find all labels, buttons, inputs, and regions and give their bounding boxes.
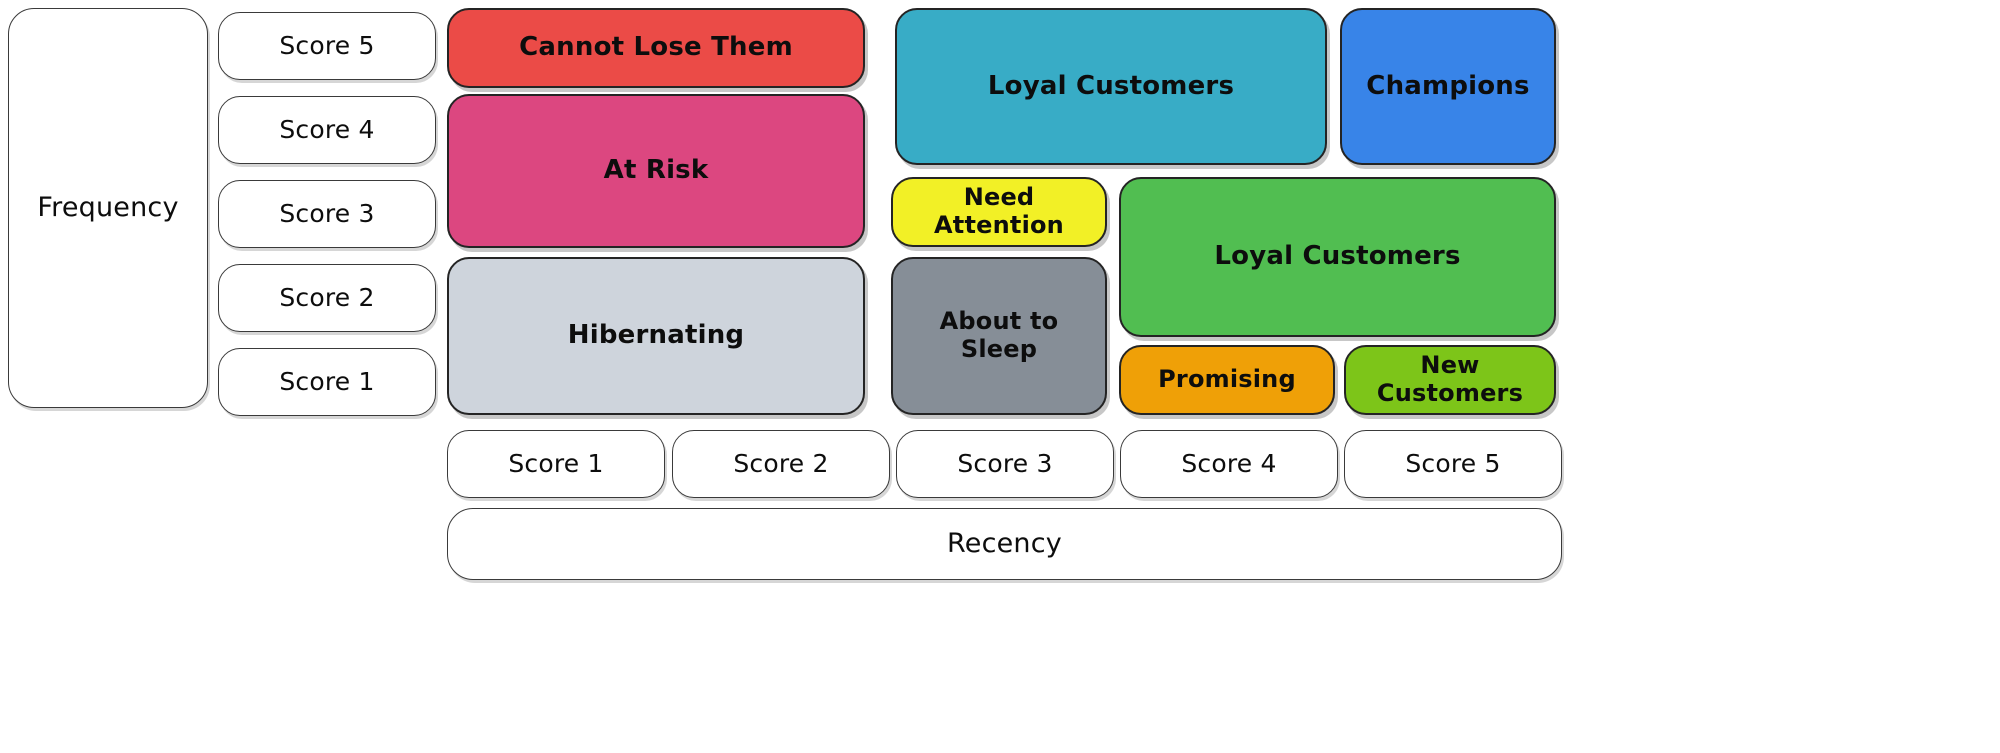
recency-score-5-label: Score 5: [1405, 448, 1501, 478]
segment-promising[interactable]: Promising: [1119, 345, 1335, 415]
segment-hibernating-label: Hibernating: [567, 320, 745, 351]
frequency-score-5-label: Score 5: [279, 30, 375, 60]
frequency-score-4-label: Score 4: [279, 114, 375, 144]
frequency-score-1-label: Score 1: [279, 366, 375, 396]
frequency-score-1[interactable]: Score 1: [218, 348, 436, 416]
frequency-score-3[interactable]: Score 3: [218, 180, 436, 248]
segment-promising-label: Promising: [1158, 365, 1296, 394]
recency-score-3-label: Score 3: [957, 448, 1053, 478]
recency-axis-text: Recency: [947, 528, 1062, 560]
segment-about-to-sleep[interactable]: About to Sleep: [891, 257, 1107, 415]
segment-champions[interactable]: Champions: [1340, 8, 1556, 165]
segment-loyal-customers-top[interactable]: Loyal Customers: [895, 8, 1327, 165]
recency-axis-label: Recency: [447, 508, 1562, 580]
recency-score-1[interactable]: Score 1: [447, 430, 665, 498]
segment-new-customers[interactable]: New Customers: [1344, 345, 1556, 415]
segment-need-attention[interactable]: Need Attention: [891, 177, 1107, 247]
segment-cannot-lose-them-label: Cannot Lose Them: [519, 32, 793, 63]
frequency-score-3-label: Score 3: [279, 198, 375, 228]
recency-score-1-label: Score 1: [508, 448, 604, 478]
segment-hibernating[interactable]: Hibernating: [447, 257, 865, 415]
segment-champions-label: Champions: [1366, 70, 1530, 101]
segment-loyal-customers-mid-label: Loyal Customers: [1214, 241, 1461, 272]
recency-score-4[interactable]: Score 4: [1120, 430, 1338, 498]
recency-score-3[interactable]: Score 3: [896, 430, 1114, 498]
segment-about-to-sleep-label: About to Sleep: [939, 307, 1059, 363]
segment-new-customers-label: New Customers: [1376, 351, 1524, 407]
segment-loyal-customers-mid[interactable]: Loyal Customers: [1119, 177, 1556, 337]
frequency-score-2[interactable]: Score 2: [218, 264, 436, 332]
frequency-axis-label: Frequency: [8, 8, 208, 408]
segment-need-attention-label: Need Attention: [934, 183, 1064, 239]
recency-score-5[interactable]: Score 5: [1344, 430, 1562, 498]
frequency-axis-text: Frequency: [37, 192, 179, 224]
frequency-score-5[interactable]: Score 5: [218, 12, 436, 80]
recency-score-2[interactable]: Score 2: [672, 430, 890, 498]
segment-loyal-customers-top-label: Loyal Customers: [987, 70, 1235, 101]
segment-at-risk-label: At Risk: [603, 155, 709, 186]
frequency-score-2-label: Score 2: [279, 282, 375, 312]
recency-score-2-label: Score 2: [733, 448, 829, 478]
frequency-score-4[interactable]: Score 4: [218, 96, 436, 164]
segment-cannot-lose-them[interactable]: Cannot Lose Them: [447, 8, 865, 88]
segment-at-risk[interactable]: At Risk: [447, 94, 865, 248]
recency-score-4-label: Score 4: [1181, 448, 1277, 478]
